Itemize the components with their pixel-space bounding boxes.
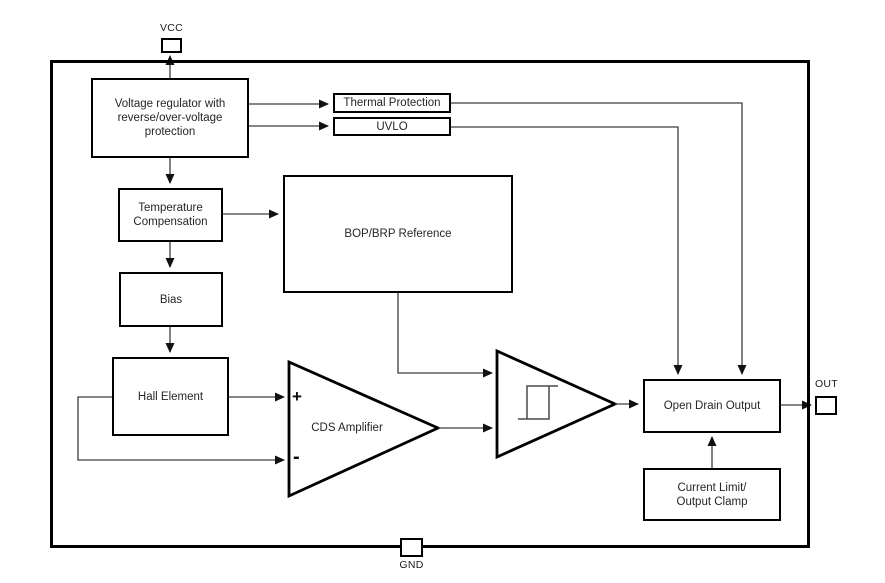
block-label: Hall Element [137,390,204,403]
wire-hall-to-minus-input [77,396,285,465]
block-bias: Bias [119,272,223,327]
block-label: Thermal Protection [343,97,441,109]
block-current-limit-output-clamp: Current Limit/ Output Clamp [643,468,781,521]
block-label: reverse/over-voltage [117,112,223,124]
block-bop-brp-reference: BOP/BRP Reference [283,175,513,293]
block-temperature-compensation: Temperature Compensation [118,188,223,242]
block-thermal-protection: Thermal Protection [333,93,451,113]
schmitt-trigger-triangle [495,348,619,460]
wire-thermal-to-opendrain [451,102,747,375]
block-label: Voltage regulator with [114,98,226,110]
out-pin [815,396,837,415]
block-uvlo: UVLO [333,117,451,136]
vcc-pin [161,38,182,53]
block-label: Output Clamp [676,495,748,508]
cds-amplifier-triangle [287,359,442,499]
gnd-pin [400,538,423,557]
block-label: Current Limit/ [677,481,747,494]
out-pin-label: OUT [814,378,839,390]
connector-group [77,55,812,468]
block-label: Open Drain Output [663,400,761,412]
block-hall-element: Hall Element [112,357,229,436]
gnd-pin-label: GND [399,559,424,571]
block-label: Temperature [138,202,203,214]
ic-boundary [50,60,810,548]
block-label: Compensation [133,216,208,228]
vcc-pin-label: VCC [159,22,184,34]
wire-uvlo-to-opendrain [451,126,683,375]
amplifier-shapes [287,348,619,499]
minus-input-symbol: - [293,446,300,468]
wire-reference-to-schmitt [397,293,493,378]
block-label: protection [144,126,196,138]
block-label: UVLO [376,120,408,133]
block-voltage-regulator: Voltage regulator with reverse/over-volt… [91,78,249,158]
hysteresis-icon [518,385,558,420]
plus-input-symbol: + [292,387,302,406]
block-label: Bias [159,293,183,306]
cds-amplifier-label: CDS Amplifier [311,422,383,434]
block-label: BOP/BRP Reference [344,228,452,240]
block-open-drain-output: Open Drain Output [643,379,781,433]
